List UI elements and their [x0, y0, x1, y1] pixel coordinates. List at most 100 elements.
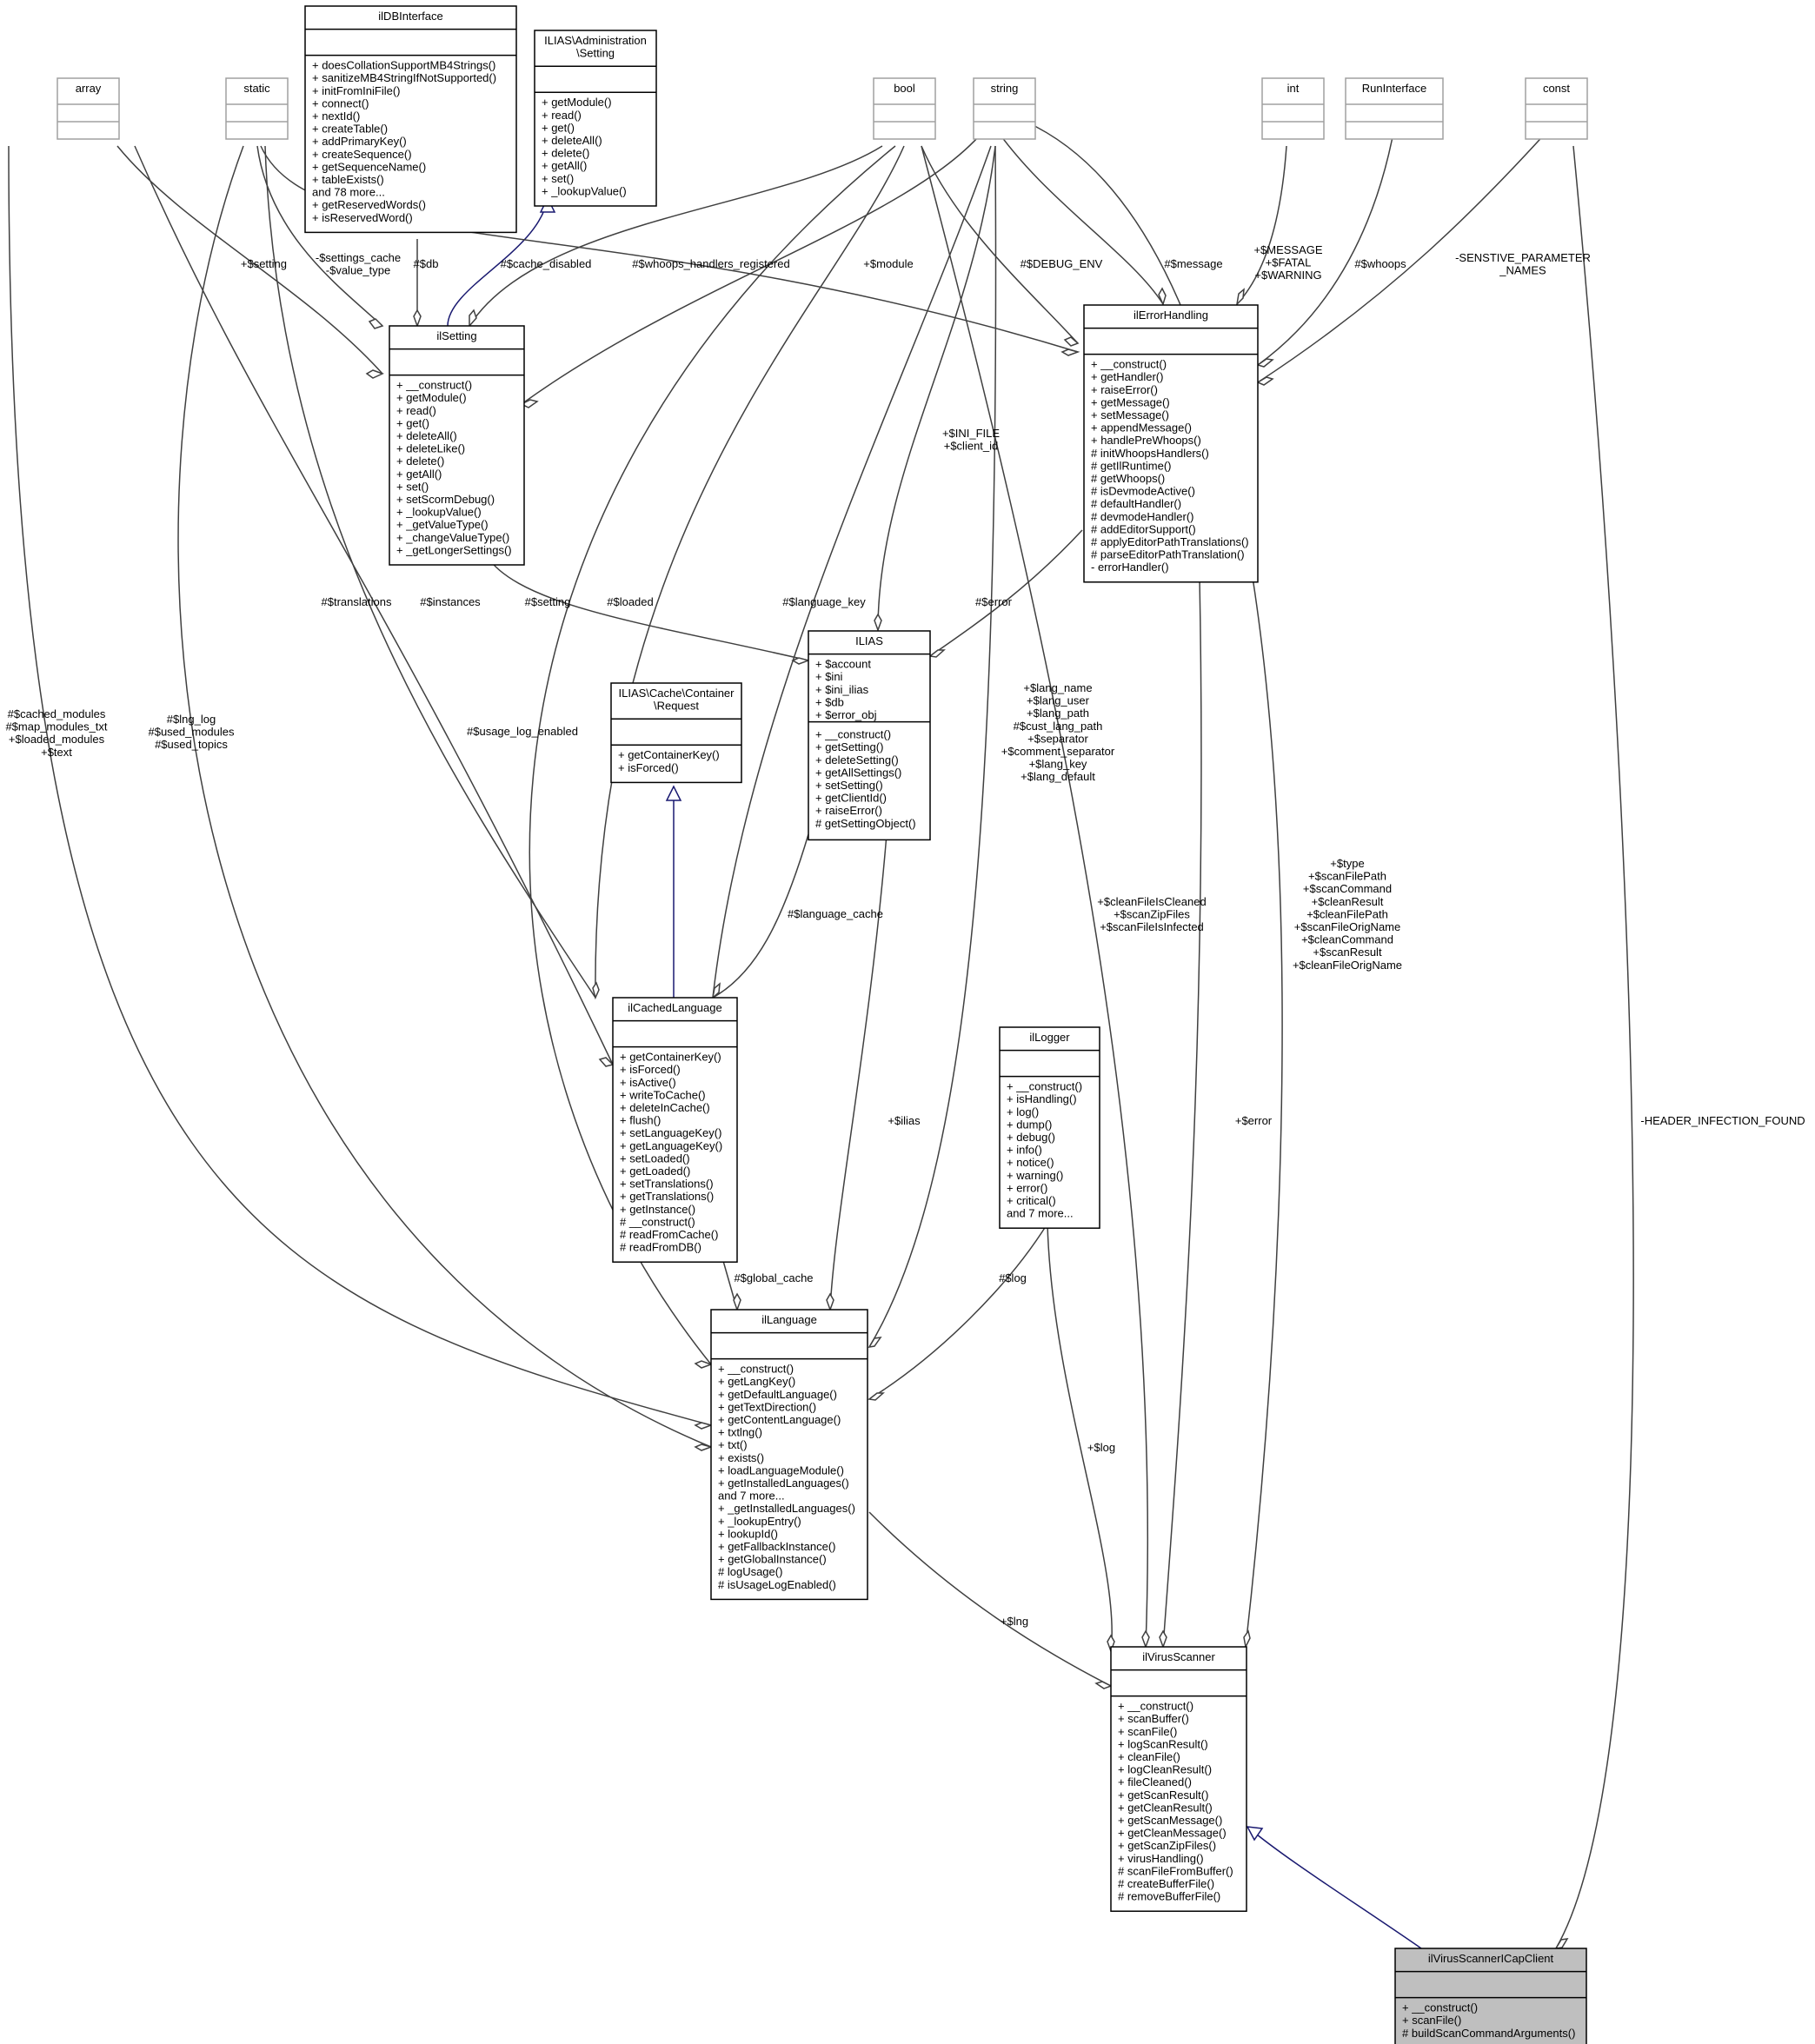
class-name: ilVirusScannerICapClient	[1428, 1952, 1554, 1965]
class-member: # scanFileFromBuffer()	[1118, 1864, 1233, 1877]
edge-runinterface-ilerrorhandling	[1257, 95, 1400, 366]
class-box-ilias[interactable]: ILIAS+ $account+ $ini+ $ini_ilias+ $db+ …	[808, 630, 931, 841]
class-box-array[interactable]: array	[57, 77, 120, 140]
class-member: + getInstance()	[620, 1203, 695, 1216]
edge-label: -SENSTIVE_PARAMETER_NAMES	[1455, 251, 1591, 277]
class-member: + _getLongerSettings()	[396, 543, 512, 556]
class-name: ilLanguage	[761, 1313, 817, 1326]
class-member: # getSettingObject()	[815, 817, 916, 830]
class-member: + $ini_ilias	[815, 683, 869, 696]
class-member: + $account	[815, 658, 871, 671]
agg-ilvirusscanner-top-1	[1141, 1629, 1150, 1649]
class-member: + __construct()	[1402, 2001, 1478, 2014]
class-member: + appendMessage()	[1091, 421, 1192, 435]
class-member: + getScanMessage()	[1118, 1814, 1222, 1827]
class-member: + connect()	[312, 96, 369, 110]
edge-array-ilsetting	[116, 145, 383, 375]
class-box-static[interactable]: static	[225, 77, 289, 140]
class-member: + getFallbackInstance()	[718, 1540, 835, 1553]
class-frame	[612, 997, 738, 1263]
class-member: # getWhoops()	[1091, 472, 1165, 485]
class-box-ildbinterface[interactable]: ilDBInterface+ doesCollationSupportMB4St…	[304, 5, 517, 234]
class-member: + log()	[1007, 1105, 1039, 1118]
class-member: and 78 more...	[312, 186, 385, 199]
edge-label: +$INI_FILE+$client_id	[942, 427, 1000, 453]
edge-ilias-ilcachedlanguage	[712, 833, 809, 999]
class-member: # buildScanCommandArguments()	[1402, 2027, 1575, 2040]
edge-array-ilcachedlanguage	[134, 145, 614, 1065]
edge-string-ilias	[877, 145, 996, 631]
agg-ilias-top	[874, 613, 882, 633]
inherit-icap	[1246, 1826, 1264, 1842]
class-box-bool[interactable]: bool	[873, 77, 936, 140]
class-member: + isForced()	[620, 1063, 681, 1076]
edge-ilsetting-ilias	[486, 555, 809, 661]
edge-ilsetting-admin-setting	[447, 197, 548, 327]
agg-ilsetting-right	[520, 399, 539, 408]
agg-ilvirusscanner-top-2	[1243, 1629, 1251, 1649]
class-member: + getScanResult()	[1118, 1788, 1208, 1802]
class-member: # getIlRuntime()	[1091, 459, 1171, 472]
class-member: # applyEditorPathTranslations()	[1091, 535, 1249, 548]
class-member: + getClientId()	[815, 792, 887, 805]
class-frame	[610, 682, 742, 784]
agg-illanguage-top-1	[868, 1337, 882, 1349]
edge-bool-ilcachedlanguage	[595, 145, 905, 999]
class-box-admin-setting[interactable]: ILIAS\Administration\Setting+ getModule(…	[534, 30, 657, 207]
class-box-ilcachedlanguage[interactable]: ilCachedLanguage+ getContainerKey()+ isF…	[612, 997, 738, 1263]
class-box-ilvirusscannericapclient[interactable]: ilVirusScannerICapClient+ __construct()+…	[1394, 1948, 1587, 2044]
class-member: + getModule()	[542, 96, 612, 109]
class-name: ilVirusScanner	[1142, 1650, 1215, 1663]
edge-label: +$MESSAGE+$FATAL+$WARNING	[1253, 243, 1322, 282]
agg-illanguage-top-3	[733, 1292, 741, 1312]
class-member: # readFromCache()	[620, 1228, 718, 1241]
class-member: + exists()	[718, 1451, 764, 1464]
class-box-ilerrorhandling[interactable]: ilErrorHandling+ __construct()+ getHandl…	[1083, 304, 1259, 583]
agg-illanguage-right	[868, 1392, 885, 1401]
class-member: + createTable()	[312, 123, 388, 136]
class-member: + getAll()	[396, 468, 442, 481]
class-member: # createBufferFile()	[1118, 1877, 1214, 1890]
edge-illogger-ilvirusscanner	[1047, 1223, 1113, 1652]
class-frame	[873, 77, 936, 140]
agg-ilerrorhandling-left-2	[1063, 336, 1080, 347]
class-box-runinterface[interactable]: RunInterface	[1345, 77, 1444, 140]
class-member: # defaultHandler()	[1091, 497, 1181, 510]
agg-ilvirusscanner-top-3	[1159, 1629, 1167, 1649]
inherit-cache-request	[665, 785, 682, 801]
class-box-ilvirusscanner[interactable]: ilVirusScanner+ __construct()+ scanBuffe…	[1110, 1646, 1247, 1912]
edge-label: +$cleanFileIsCleaned+$scanZipFiles+$scan…	[1097, 895, 1206, 933]
class-frame	[999, 1026, 1100, 1229]
class-member: + _changeValueType()	[396, 531, 509, 544]
class-member: + __construct()	[1091, 358, 1167, 371]
class-box-illanguage[interactable]: ilLanguage+ __construct()+ getLangKey()+…	[710, 1309, 868, 1601]
agg-ilerrorhandling-top-2	[1235, 288, 1245, 307]
class-member: # removeBufferFile()	[1118, 1890, 1220, 1903]
class-box-string[interactable]: string	[973, 77, 1036, 140]
edge-label: #$error	[975, 595, 1013, 608]
class-name: ilSetting	[436, 329, 476, 342]
class-name: ilCachedLanguage	[628, 1001, 721, 1014]
class-member: + dump()	[1007, 1118, 1052, 1131]
class-member: + txt()	[718, 1438, 748, 1451]
class-box-const[interactable]: const	[1525, 77, 1588, 140]
class-member: + _getInstalledLanguages()	[718, 1502, 855, 1515]
class-box-int[interactable]: int	[1261, 77, 1325, 140]
class-box-ilsetting[interactable]: ilSetting+ __construct()+ getModule()+ r…	[389, 325, 525, 566]
class-member: + getCleanMessage()	[1118, 1827, 1227, 1840]
class-member: + getLoaded()	[620, 1165, 690, 1178]
class-member: # devmodeHandler()	[1091, 510, 1194, 523]
class-frame	[1110, 1646, 1247, 1912]
class-member: # readFromDB()	[620, 1241, 701, 1254]
class-box-illogger[interactable]: ilLogger+ __construct()+ isHandling()+ l…	[999, 1026, 1100, 1229]
class-box-cache-request[interactable]: ILIAS\Cache\Container\Request+ getContai…	[610, 682, 742, 784]
class-member: + getSetting()	[815, 740, 883, 753]
agg-ilerrorhandling-right-2	[1256, 376, 1274, 386]
edge-label: #$usage_log_enabled	[467, 725, 578, 738]
class-frame	[973, 77, 1036, 140]
edge-label: #$DEBUG_ENV	[1021, 257, 1103, 270]
class-member: + raiseError()	[1091, 383, 1158, 396]
class-member: # addEditorSupport()	[1091, 522, 1196, 535]
class-member: + isActive()	[620, 1076, 676, 1089]
class-member: + __construct()	[1007, 1080, 1082, 1093]
